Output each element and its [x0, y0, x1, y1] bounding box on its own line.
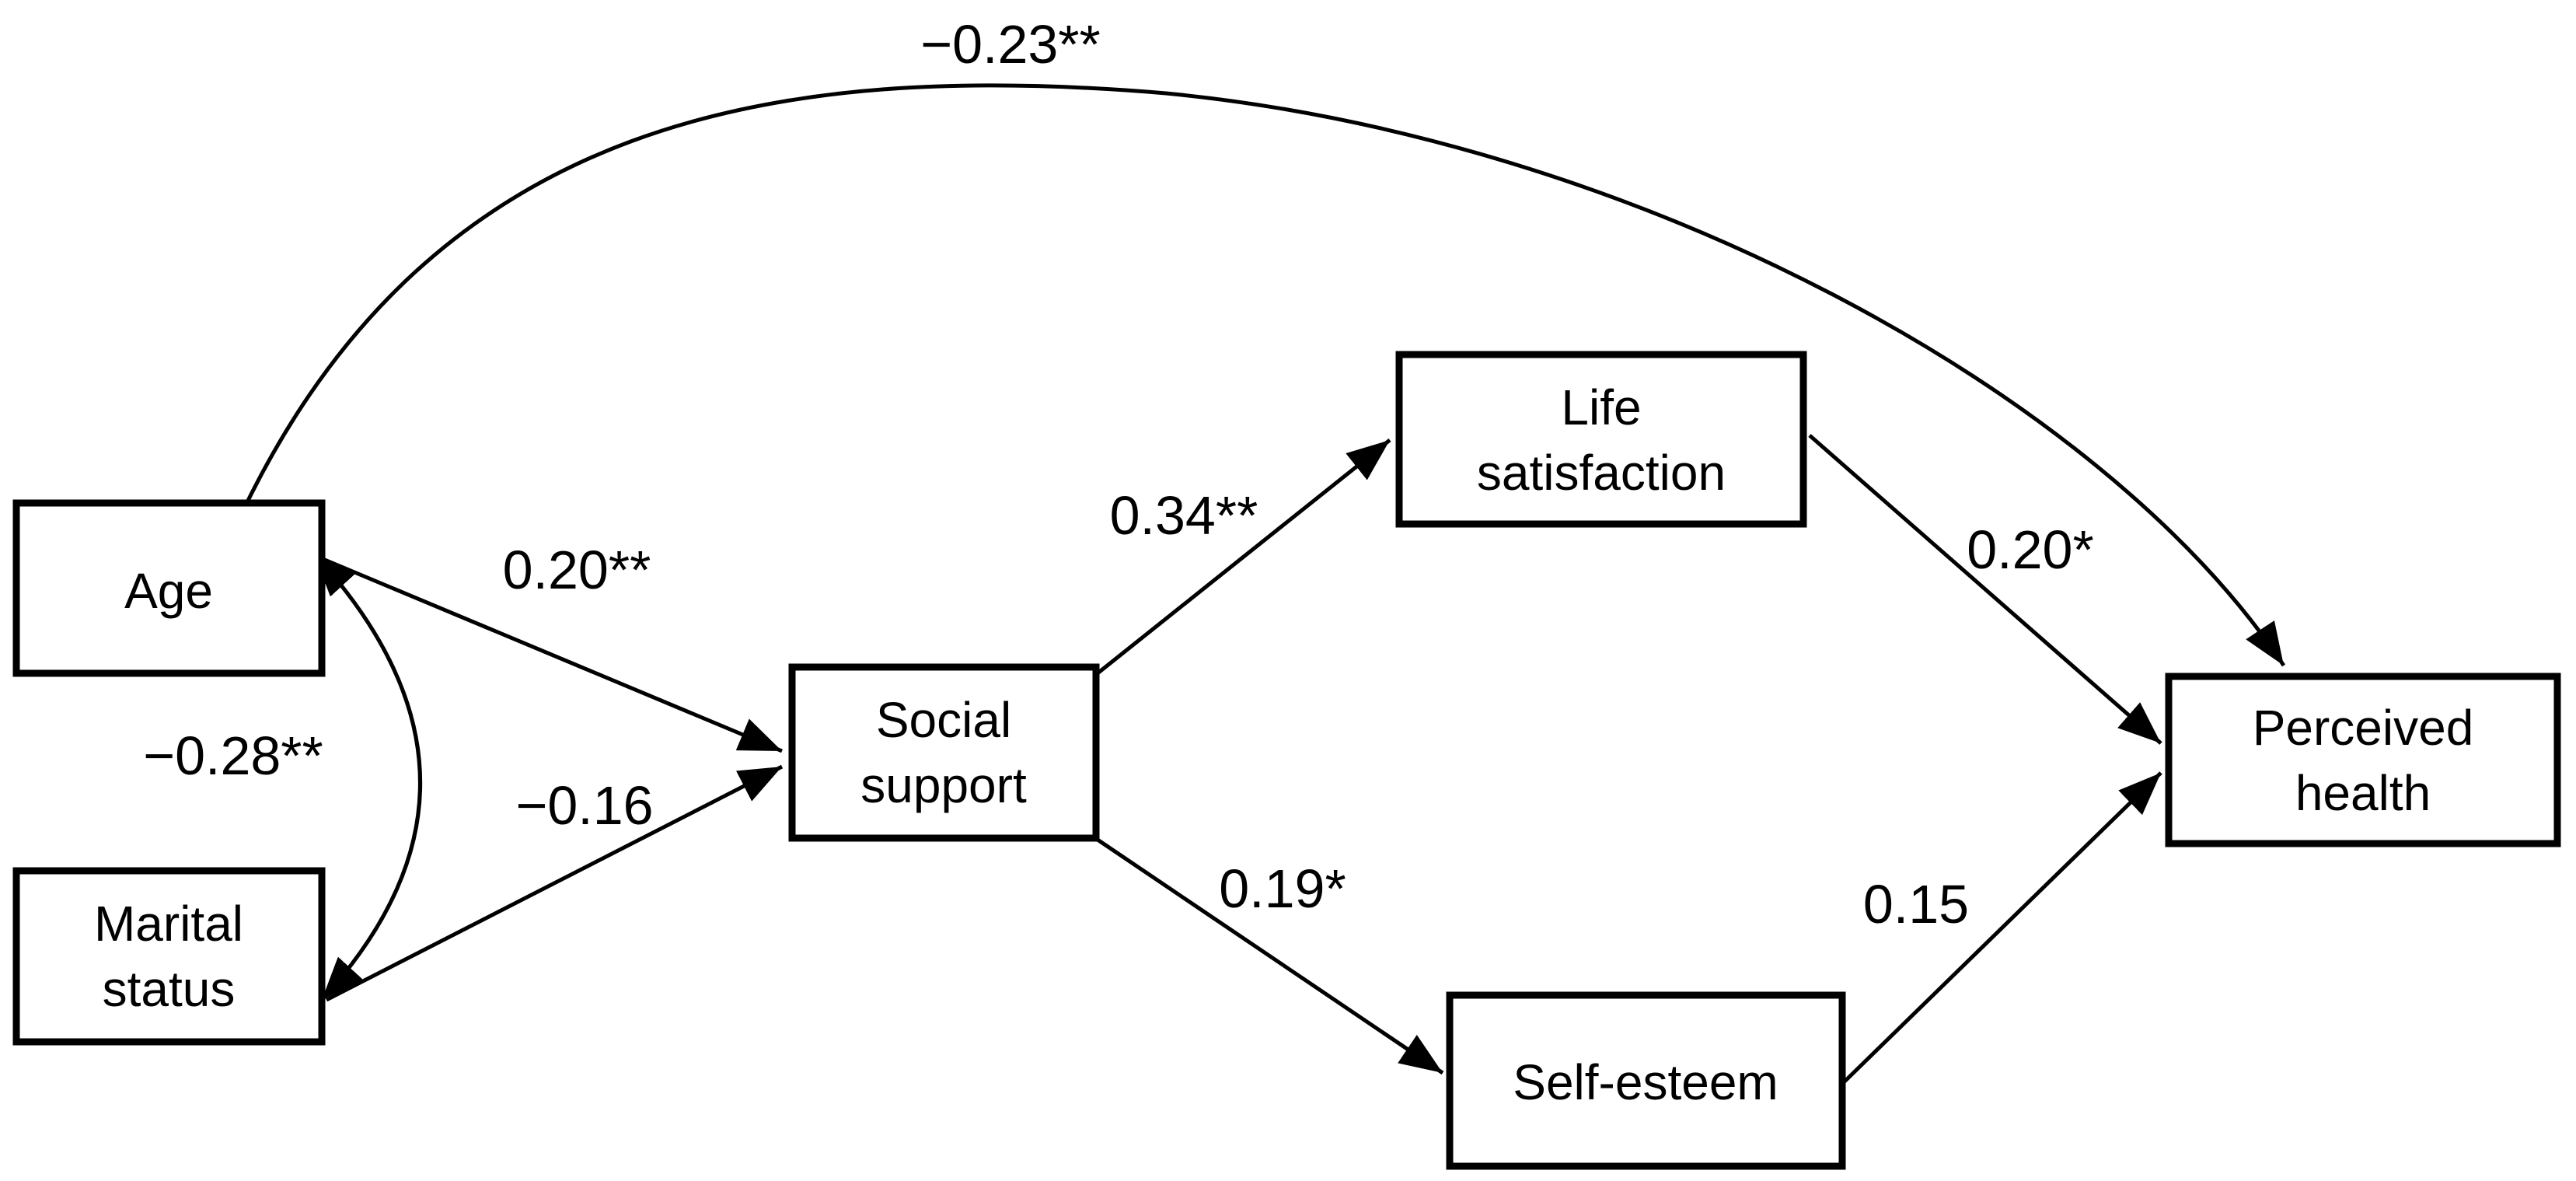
edge-label-marital-social: −0.16 — [515, 775, 653, 836]
node-social-support: Social support — [788, 663, 1100, 842]
edge-label-social-life: 0.34** — [1110, 485, 1258, 546]
age-box — [12, 499, 326, 677]
edge-age-to-perceived-health — [243, 83, 2286, 667]
edge-label-age-perceived: −0.23** — [920, 14, 1101, 75]
edge-label-age-marital-covariance: −0.28** — [143, 725, 323, 786]
edge-social-to-life-satisfaction — [1096, 439, 1391, 675]
self-esteem-box — [1446, 991, 1846, 1170]
life-satisfaction-label-line2: satisfaction — [1477, 445, 1726, 501]
edge-label-social-self: 0.19* — [1219, 858, 1346, 919]
edge-age-marital-covariance — [312, 552, 423, 1001]
edge-self-to-perceived-health — [1842, 771, 2162, 1084]
marital-status-label-line1: Marital — [94, 896, 243, 952]
perceived-health-label-line1: Perceived — [2253, 700, 2474, 756]
edge-age-to-social-support — [320, 556, 783, 753]
edge-life-to-perceived-health — [1808, 434, 2162, 745]
self-esteem-label: Self-esteem — [1513, 1054, 1778, 1110]
node-marital-status: Marital status — [12, 867, 326, 1046]
life-satisfaction-box — [1395, 351, 1807, 528]
edge-label-age-social: 0.20** — [503, 540, 651, 600]
node-age: Age — [12, 499, 326, 677]
marital-status-label-line2: status — [103, 961, 236, 1017]
perceived-health-box — [2165, 673, 2561, 847]
social-support-label-line1: Social — [876, 692, 1011, 748]
social-support-box — [788, 663, 1100, 842]
life-satisfaction-label-line1: Life — [1561, 379, 1641, 435]
node-perceived-health: Perceived health — [2165, 673, 2561, 847]
perceived-health-label-line2: health — [2295, 765, 2431, 821]
edge-label-self-perceived: 0.15 — [1863, 874, 1969, 935]
node-self-esteem: Self-esteem — [1446, 991, 1846, 1170]
edge-social-to-self-esteem — [1096, 837, 1444, 1075]
edge-marital-to-social-support — [325, 764, 784, 1002]
node-life-satisfaction: Life satisfaction — [1395, 351, 1807, 528]
social-support-label-line2: support — [860, 757, 1027, 813]
age-label: Age — [124, 563, 213, 619]
edge-label-life-perceived: 0.20* — [1967, 519, 2093, 580]
marital-status-box — [12, 867, 326, 1046]
